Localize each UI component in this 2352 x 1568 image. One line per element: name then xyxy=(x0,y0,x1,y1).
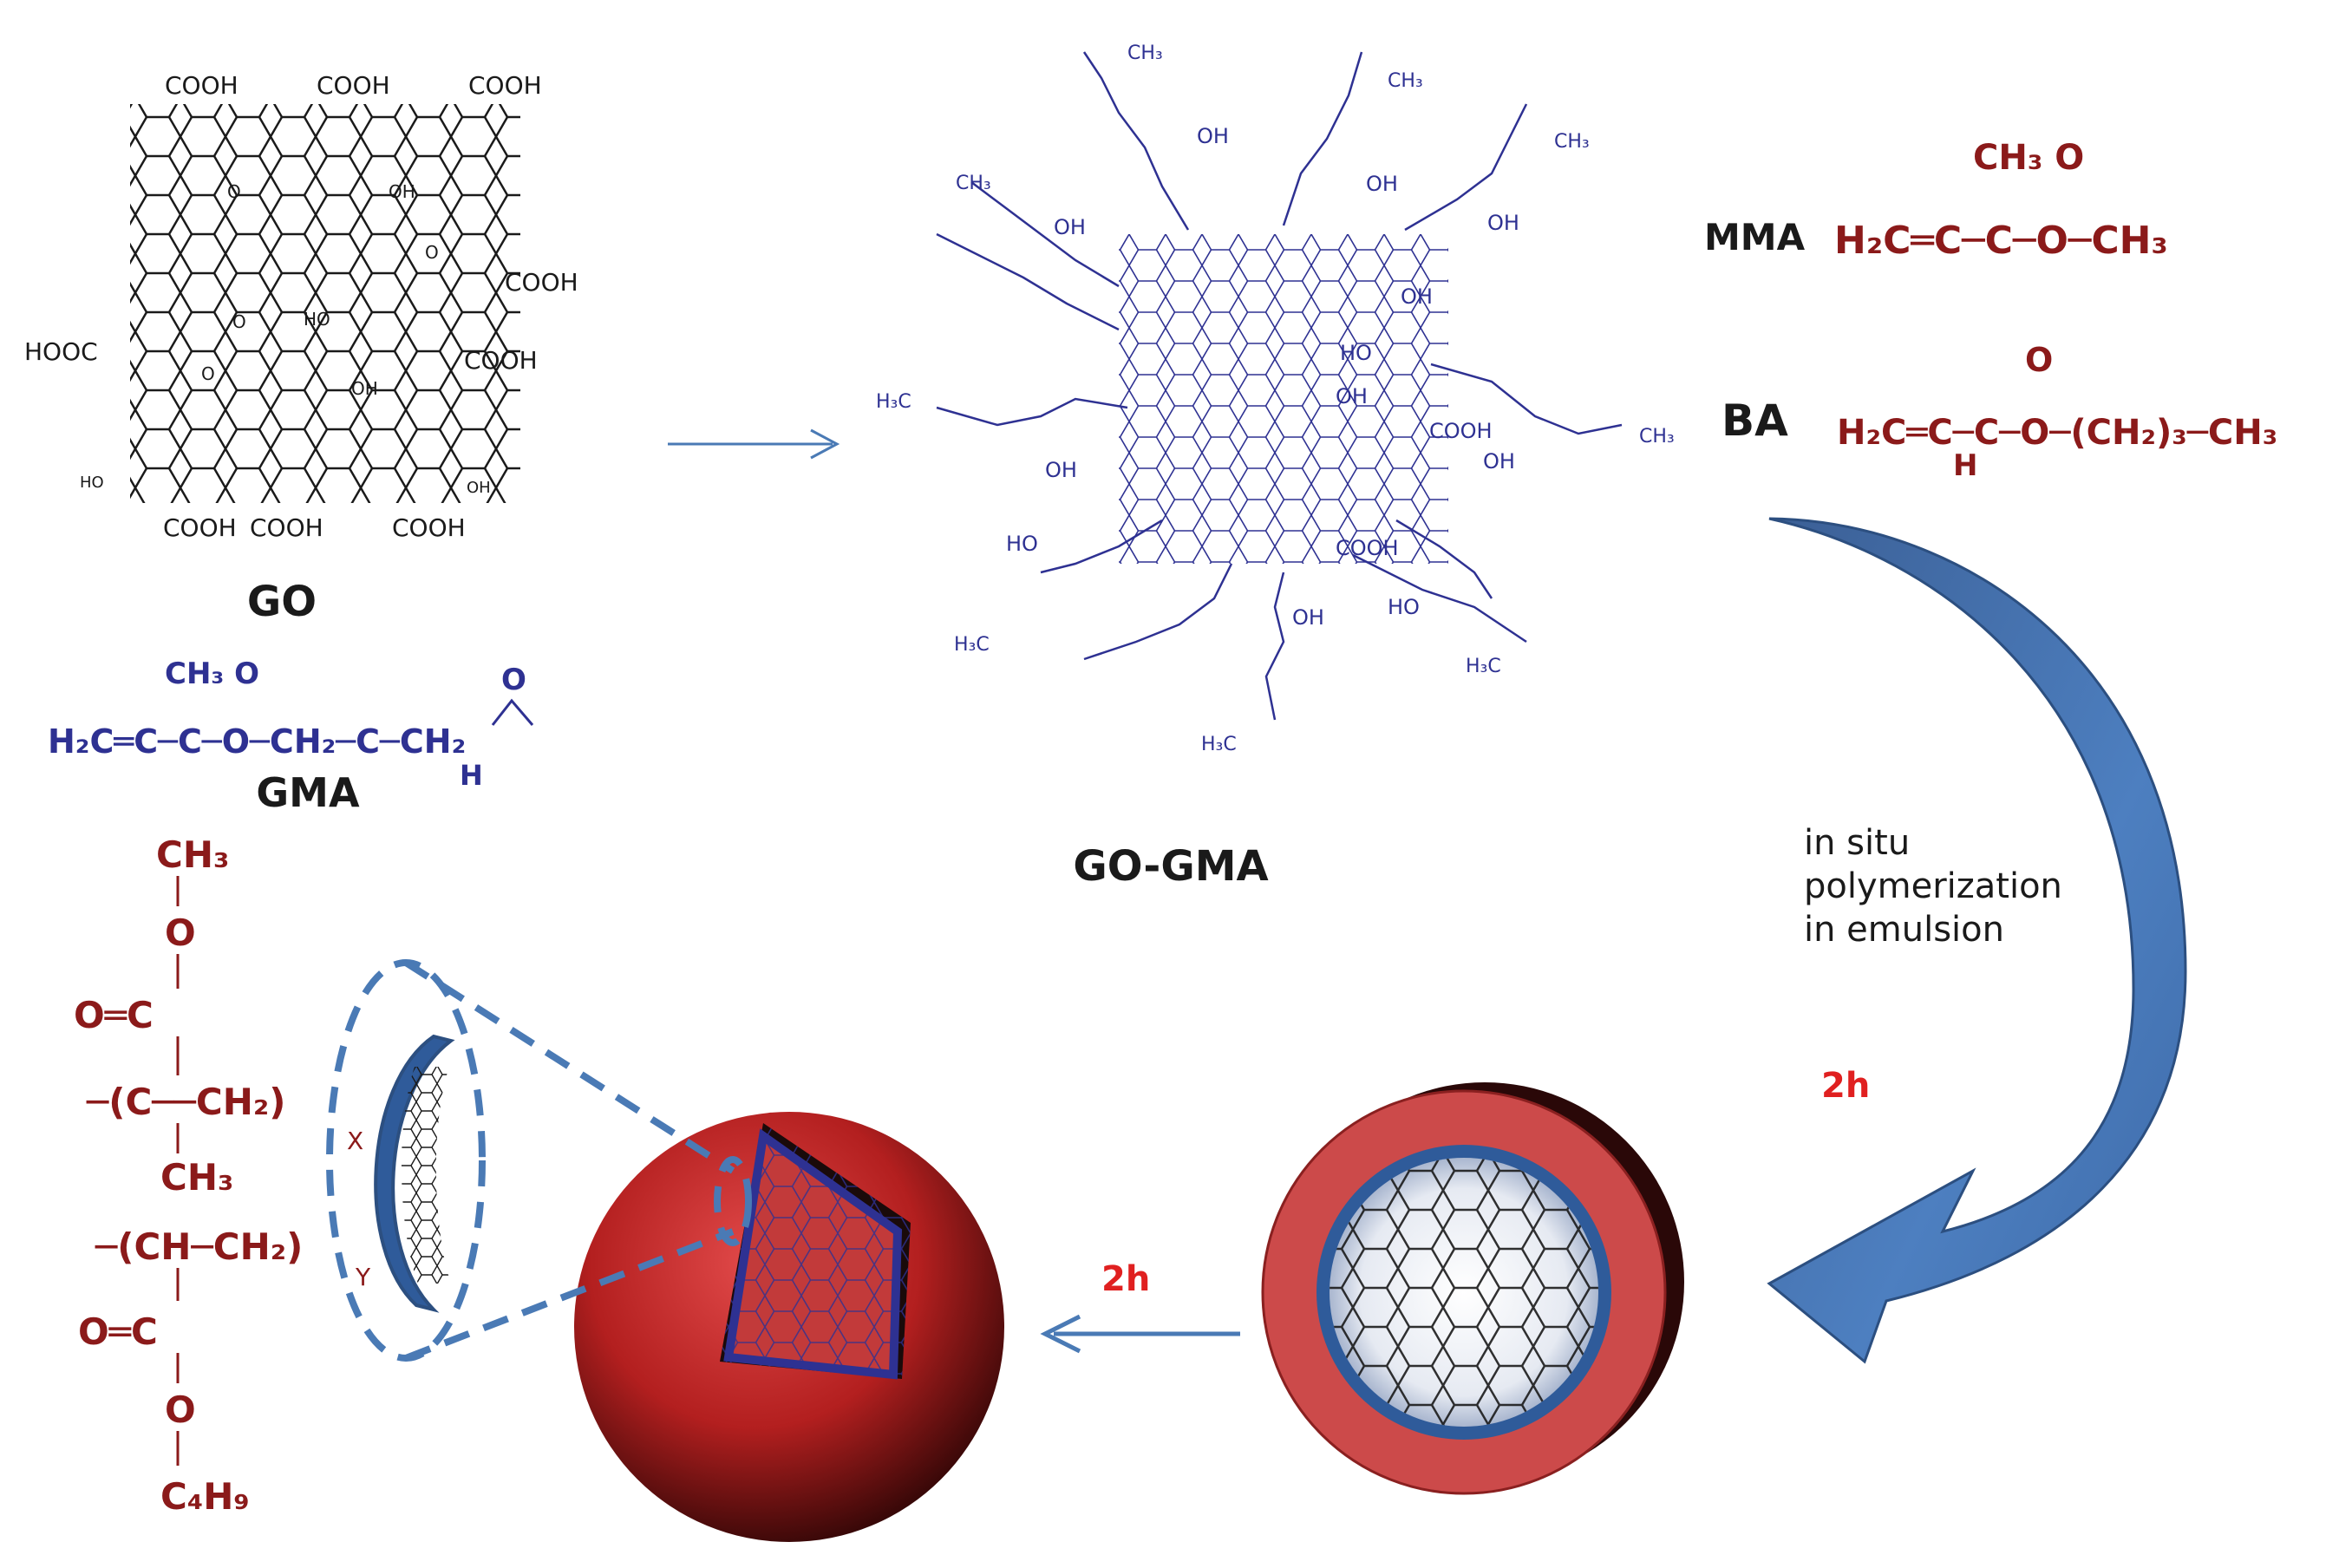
gma-h: H xyxy=(460,759,483,792)
zoom-line-top xyxy=(403,959,735,1174)
go-epoxy-4: O xyxy=(201,363,215,384)
poly-ch3-mid: CH₃ xyxy=(160,1156,233,1199)
time-label-1: 2h xyxy=(1821,1066,1870,1106)
copolymer-structure: CH₃ O O═C ─(C──CH₂) X CH₃ ─(CH─CH₂) Y O═… xyxy=(74,833,371,1518)
go-ho-2: HO xyxy=(80,474,104,492)
go-cooh-8: COOH xyxy=(392,513,466,542)
poly-chain-2: ─(CH─CH₂) xyxy=(95,1225,303,1268)
ba-h: H xyxy=(1953,448,1977,483)
go-cooh-4: COOH xyxy=(505,268,578,297)
go-epoxy-1: O xyxy=(227,181,241,202)
zoom-small-ellipse xyxy=(714,1156,752,1246)
mma-ch3o: CH₃ O xyxy=(1973,138,2084,178)
gogma-ch3-2: CH₃ xyxy=(1388,70,1423,92)
gma-label: GMA xyxy=(256,769,360,816)
gogma-hex-core xyxy=(1119,234,1448,564)
go-ho-1: HO xyxy=(304,309,330,330)
poly-chain-1: ─(C──CH₂) xyxy=(86,1081,285,1123)
graphene-hex xyxy=(401,1067,451,1284)
mma-main-chain: H₂C═C─C─O─CH₃ xyxy=(1834,219,2168,263)
go-oh-1: OH xyxy=(389,181,415,202)
go-oh-2: OH xyxy=(351,378,378,399)
gogma-cooh-1: COOH xyxy=(1429,419,1493,443)
poly-y: Y xyxy=(355,1263,371,1291)
gogma-h3c-3: H₃C xyxy=(1201,734,1237,755)
poly-o-1: O xyxy=(165,911,196,954)
process-line-2: polymerization xyxy=(1804,866,2062,906)
curved-process-arrow: in situ polymerization in emulsion 2h xyxy=(1767,517,2187,1364)
ba-o: O xyxy=(2025,341,2053,379)
gogma-ho-1: HO xyxy=(1006,532,1038,556)
go-cooh-7: COOH xyxy=(250,513,323,542)
go-epoxy-2: O xyxy=(232,311,246,332)
ba-formula: BA O H₂C═C─C─O─(CH₂)₃─CH₃ H xyxy=(1722,341,2277,483)
gogma-oh-7: OH xyxy=(1292,605,1324,630)
arrow-go-to-gogma xyxy=(668,428,840,460)
poly-x: X xyxy=(347,1127,363,1155)
gogma-cooh-2: COOH xyxy=(1336,536,1399,560)
go-cooh-5: COOH xyxy=(464,346,538,375)
zoom-callout xyxy=(326,959,752,1362)
arrow-to-sphere: 2h xyxy=(1040,1259,1240,1354)
gogma-oh-9: OH xyxy=(1336,384,1368,408)
gogma-ch3-4: CH₃ xyxy=(956,173,991,194)
zoom-line-bottom xyxy=(404,1228,735,1362)
gogma-oh-2: OH xyxy=(1366,172,1398,196)
gogma-label: GO-GMA xyxy=(1073,842,1268,891)
gma-main-chain: H₂C═C─C─O─CH₂─C─CH₂ xyxy=(48,722,466,761)
mma-label: MMA xyxy=(1704,216,1806,258)
time-label-2: 2h xyxy=(1101,1259,1150,1299)
gogma-h3c-4: H₃C xyxy=(1466,656,1501,677)
gogma-oh-3: OH xyxy=(1487,211,1519,235)
particle-core-hex xyxy=(1330,1158,1598,1427)
go-hex-lattice xyxy=(130,104,520,503)
gogma-structure: CH₃ CH₃ CH₃ CH₃ CH₃ H₃C H₃C H₃C H₃C OH O… xyxy=(876,42,1675,891)
gogma-oh-4: OH xyxy=(1054,215,1086,239)
gogma-h3c-2: H₃C xyxy=(954,634,990,656)
process-line-3: in emulsion xyxy=(1804,910,2004,950)
poly-oc-2: O═C xyxy=(78,1310,158,1353)
go-cooh-2: COOH xyxy=(317,71,390,100)
go-oh-3: OH xyxy=(467,479,491,497)
gogma-oh-6: OH xyxy=(1483,449,1515,474)
poly-c4h9: C₄H₉ xyxy=(160,1475,250,1518)
gma-ch3o: CH₃ O xyxy=(165,657,259,691)
gma-epoxide-ring xyxy=(491,698,534,726)
gogma-oh-8: OH xyxy=(1401,284,1433,309)
gogma-ch3-3: CH₃ xyxy=(1554,131,1590,153)
gogma-oh-5: OH xyxy=(1045,458,1077,482)
ba-label: BA xyxy=(1722,395,1788,446)
process-line-1: in situ xyxy=(1804,823,1910,863)
poly-ch3-top: CH₃ xyxy=(156,833,229,876)
mma-formula: MMA CH₃ O H₂C═C─C─O─CH₃ xyxy=(1704,138,2168,263)
go-epoxy-3: O xyxy=(425,242,439,263)
gma-epoxide-o: O xyxy=(501,663,526,697)
poly-o-2: O xyxy=(165,1388,196,1431)
particle-cross-section xyxy=(1261,1082,1684,1495)
graphene-edge xyxy=(374,1034,455,1313)
go-cooh-1: COOH xyxy=(165,71,238,100)
gma-formula: CH₃ O O H₂C═C─C─O─CH₂─C─CH₂ H GMA xyxy=(48,657,534,816)
gogma-oh-1: OH xyxy=(1197,124,1229,148)
ba-main-chain: H₂C═C─C─O─(CH₂)₃─CH₃ xyxy=(1837,413,2277,453)
gogma-h3c-1: H₃C xyxy=(876,391,911,413)
go-hooc: HOOC xyxy=(24,337,98,366)
zoomed-graphene-sheet xyxy=(374,1034,455,1313)
go-cooh-6: COOH xyxy=(163,513,237,542)
go-cooh-3: COOH xyxy=(468,71,542,100)
gogma-arms xyxy=(936,51,1623,721)
gogma-ho-2: HO xyxy=(1388,595,1420,619)
gogma-ch3-5: CH₃ xyxy=(1639,426,1675,448)
curved-arrow-shape xyxy=(1767,517,2187,1364)
gogma-ho-3: HO xyxy=(1340,341,1372,365)
go-label: GO xyxy=(247,578,317,626)
gogma-ch3-1: CH₃ xyxy=(1127,42,1163,64)
sphere-cutaway xyxy=(574,1112,1004,1542)
poly-oc-1: O═C xyxy=(74,994,154,1036)
go-structure: COOH COOH COOH COOH COOH HOOC COOH COOH … xyxy=(24,71,578,626)
